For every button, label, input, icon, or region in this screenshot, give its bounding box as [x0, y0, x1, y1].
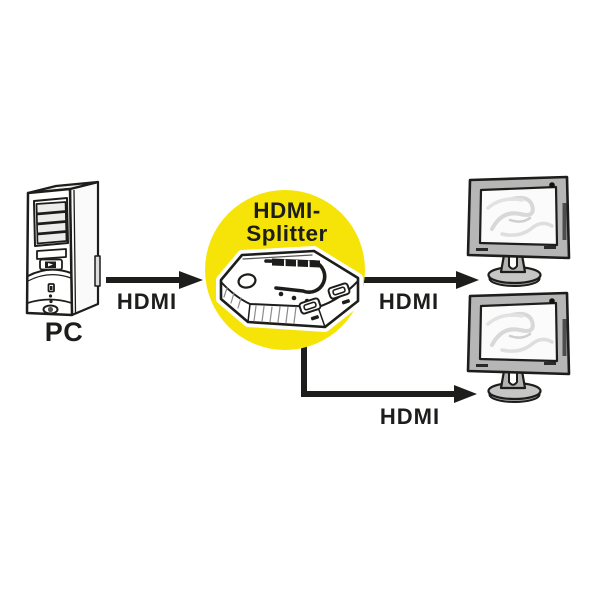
splitter-title-line1: HDMI-: [253, 198, 321, 223]
hdmi-label-pc-to-splitter: HDMI: [116, 289, 178, 314]
elbow-connector-splitter-to-monitor-2: [301, 336, 477, 403]
hdmi-label-splitter-to-monitor-1: HDMI: [378, 289, 440, 314]
splitter-device-illustration: [216, 246, 363, 332]
pc-tower-illustration: [25, 180, 101, 317]
monitor-1-illustration: [466, 175, 571, 288]
arrow-splitter-to-monitor-1: [352, 271, 479, 289]
splitter-title: HDMI- Splitter: [215, 199, 359, 245]
monitor-2-illustration: [466, 291, 571, 404]
hdmi-label-splitter-to-monitor-2: HDMI: [379, 404, 441, 429]
arrow-pc-to-splitter: [106, 271, 203, 289]
splitter-title-line2: Splitter: [246, 221, 328, 246]
pc-label: PC: [44, 317, 84, 347]
